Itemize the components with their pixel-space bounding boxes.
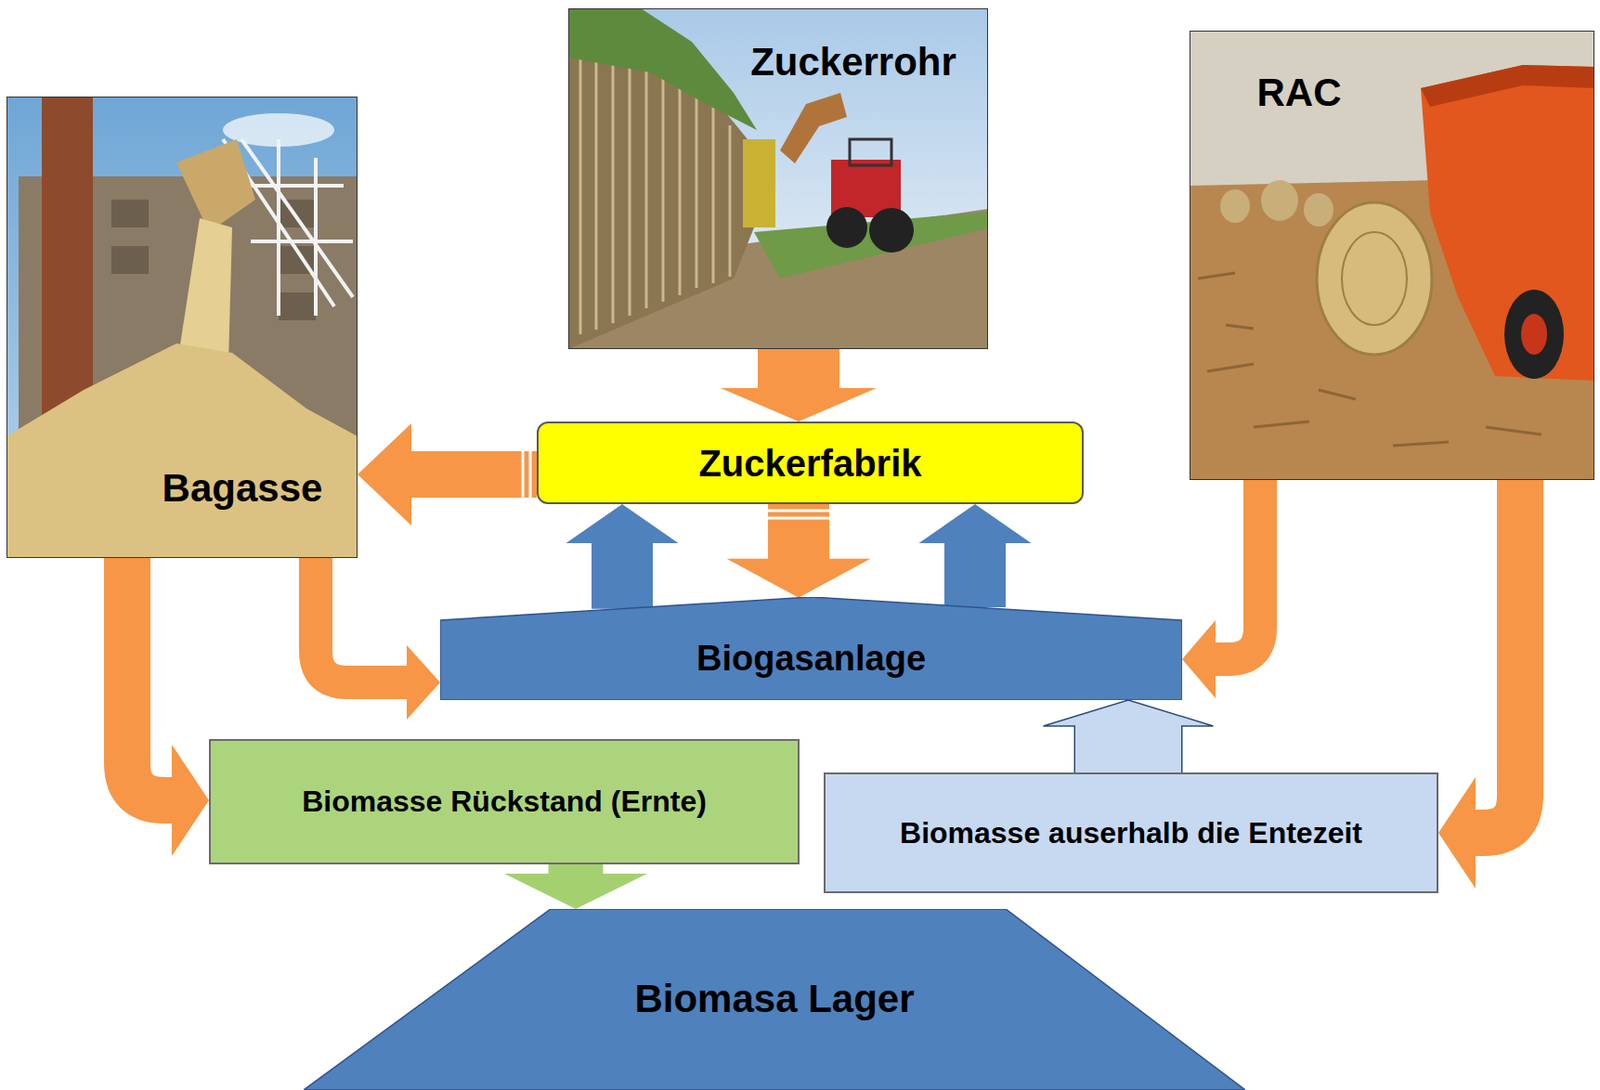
flow-arrow — [919, 504, 1032, 608]
photo-panel: RAC — [1189, 30, 1595, 481]
flow-arrow — [1043, 700, 1214, 773]
arrow-head — [720, 388, 877, 422]
sky — [568, 8, 989, 350]
arrow-head — [1182, 620, 1216, 699]
bagasse-pile — [6, 343, 358, 559]
flow-arrow — [720, 349, 877, 422]
harvester-arm — [780, 92, 847, 164]
arrow-shaft — [315, 558, 409, 683]
arrow-head — [504, 873, 648, 910]
arrow-shaft — [1473, 480, 1521, 833]
arrow-head — [406, 645, 441, 720]
sky — [1189, 30, 1595, 481]
tractor-wheel — [869, 208, 914, 253]
flow-arrow — [1438, 480, 1521, 889]
arrow-head — [566, 504, 679, 544]
hay-bale — [1220, 189, 1250, 223]
node-label: Biogasanlage — [696, 638, 926, 680]
node-label: Biomasse Rückstand (Ernte) — [301, 784, 707, 820]
cane-leaves — [568, 8, 757, 131]
flow-arrow — [1182, 480, 1261, 699]
process-box: Zuckerfabrik — [536, 421, 1084, 505]
arrow-shaft — [127, 558, 174, 801]
baler-top — [1420, 65, 1595, 107]
cane-photo — [568, 8, 989, 350]
wheel-hub — [1521, 313, 1548, 355]
arrow-shaft — [944, 541, 1006, 608]
flow-arrow — [504, 864, 648, 910]
node-label: Bagasse — [162, 466, 324, 511]
plant-shape-fill — [440, 597, 1183, 701]
flow-arrow — [566, 504, 679, 610]
tractor-cabin — [849, 139, 892, 166]
plant-shape: Biogasanlage — [440, 597, 1183, 701]
arrow-head — [357, 423, 412, 526]
arrow-head — [727, 559, 872, 599]
arrow-shaft — [1213, 480, 1261, 660]
flow-arrow — [727, 504, 872, 599]
node-label: Zuckerrohr — [750, 39, 957, 85]
node-label: Biomasse auserhalb die Entezeit — [899, 816, 1363, 851]
baler-wheel — [1504, 289, 1564, 379]
biomass-box: Biomasse Rückstand (Ernte) — [208, 739, 800, 865]
chute — [176, 139, 256, 233]
flow-arrow — [127, 558, 209, 857]
baler-body — [1420, 65, 1595, 381]
chimney — [41, 96, 93, 422]
node-label: Biomasa Lager — [634, 976, 914, 1022]
arrow-head — [1043, 700, 1214, 727]
arrow-head — [1438, 777, 1476, 889]
node-label: Zuckerfabrik — [698, 442, 922, 485]
storage-shape: Biomasa Lager — [303, 909, 1246, 1090]
arrow-stripe — [767, 517, 831, 521]
arrow-shaft — [1075, 724, 1182, 773]
arrow-shaft — [409, 451, 537, 498]
storage-shape-fill — [303, 909, 1246, 1090]
arrow-head — [919, 504, 1032, 544]
hay-bale — [1303, 193, 1334, 227]
node-label: RAC — [1257, 70, 1342, 116]
bagasse-photo — [6, 96, 358, 559]
arrow-head — [171, 744, 209, 857]
tractor-wheel — [826, 207, 868, 248]
round-bale — [1316, 202, 1432, 355]
arrow-shaft — [757, 349, 840, 391]
bale-ring — [1341, 232, 1407, 326]
biomass-box: Biomasse auserhalb die Entezeit — [823, 772, 1439, 894]
flow-arrow — [315, 558, 441, 720]
arrow-stripe — [521, 450, 525, 499]
hay-bale — [1261, 180, 1299, 222]
arrow-shaft — [591, 541, 653, 610]
baler-photo — [1189, 30, 1595, 481]
harvester — [742, 139, 776, 228]
photo-panel: Bagasse — [6, 96, 358, 559]
sky — [6, 96, 358, 559]
arrow-stripe — [767, 509, 831, 513]
flow-arrow — [357, 423, 537, 526]
arrow-shaft — [767, 504, 830, 561]
arrow-stripe — [529, 450, 533, 499]
photo-panel: Zuckerrohr — [568, 8, 989, 350]
arrow-shaft — [548, 864, 604, 876]
